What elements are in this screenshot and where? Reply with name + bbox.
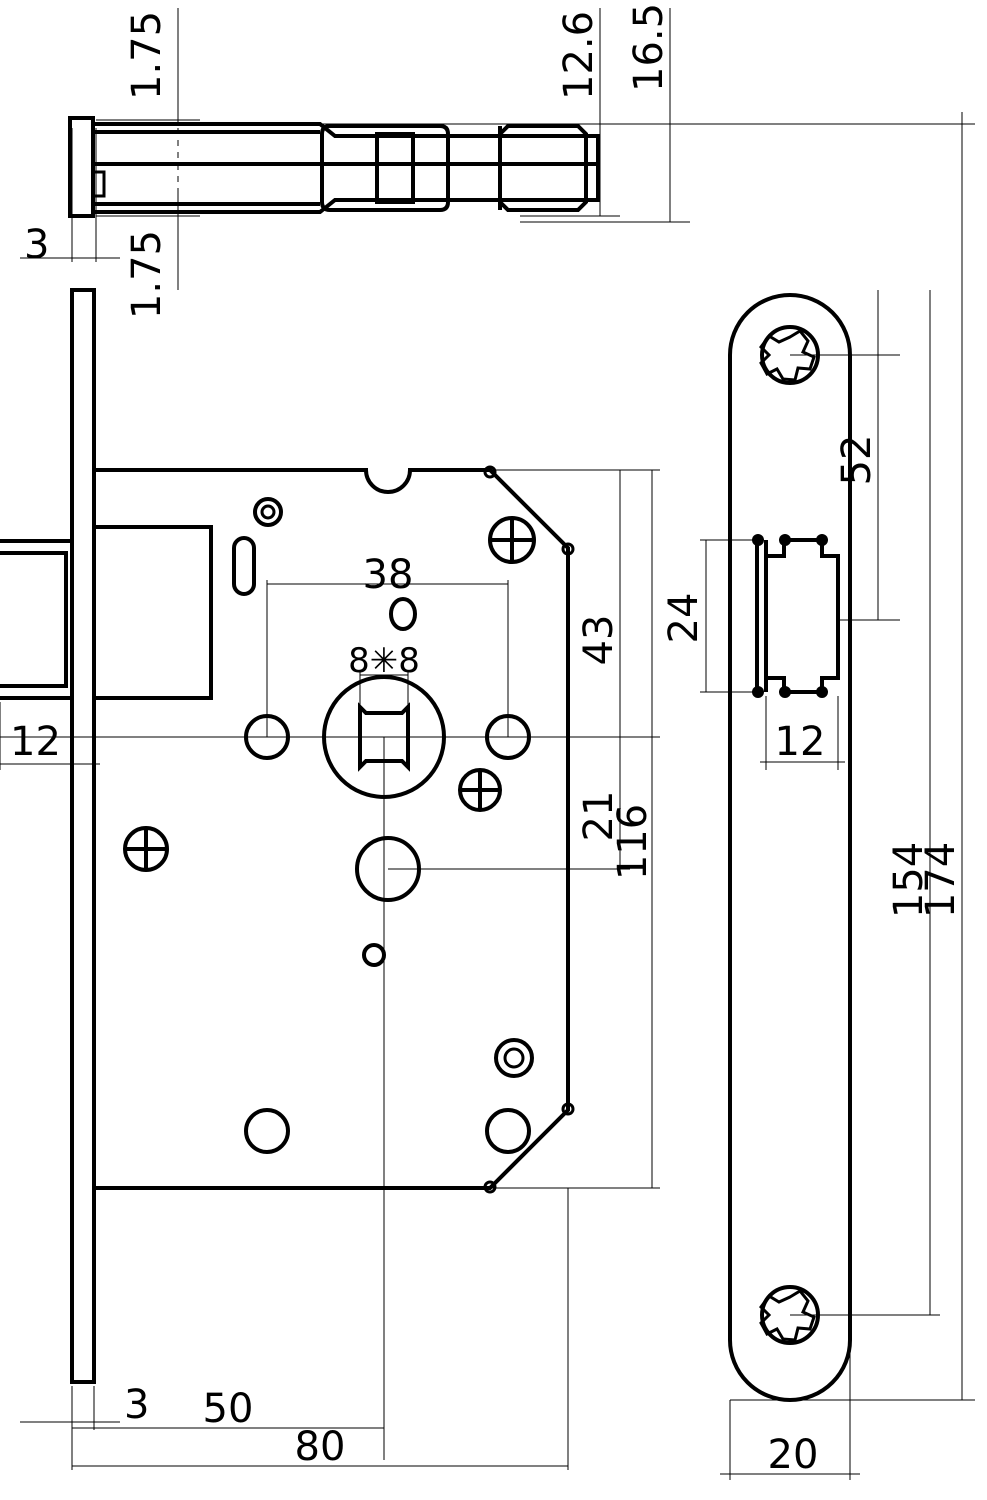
small-thick-ring	[362, 943, 386, 967]
corner-markers	[483, 465, 575, 1194]
dim-text-116: 116	[610, 804, 656, 880]
dim-text-12-side: 12	[775, 719, 826, 765]
side-view-latch-window	[764, 538, 840, 694]
dim-text-174: 174	[918, 842, 964, 918]
dim-text-52: 52	[834, 435, 880, 486]
dim-text-8x8: 8✳8	[348, 641, 420, 681]
spindle-square-hole	[358, 702, 410, 772]
dim-text-12-6: 12.6	[556, 11, 602, 100]
lower-rivet-ring	[494, 1038, 534, 1078]
side-view-group: 52 24 12 154 174 20	[661, 112, 975, 1480]
dim-text-21: 21	[576, 791, 622, 842]
dim-text-80: 80	[295, 1424, 346, 1470]
dim-text-12-left: 12	[10, 719, 61, 765]
top-view-group: 1.75 1.75 12.6 16.5 3	[20, 3, 690, 319]
oblong-slot	[232, 536, 256, 596]
front-view-case-outline	[94, 468, 570, 1190]
dim-text-50: 50	[203, 1386, 254, 1432]
dim-text-24: 24	[661, 593, 707, 644]
front-view-latch-bolt	[0, 539, 74, 700]
dim-text-1-75-top: 1.75	[124, 11, 170, 100]
dim-text-43: 43	[576, 615, 622, 666]
dim-text-20: 20	[768, 1432, 819, 1478]
screw-below-spindle	[458, 768, 502, 812]
front-view-latch-bolt-inner	[0, 551, 68, 688]
screw-lower-left	[123, 826, 169, 872]
dim-text-38: 38	[363, 552, 414, 598]
side-view-faceplate-outline	[728, 293, 852, 1402]
small-hole-above-spindle	[389, 597, 417, 631]
dim-text-3-top: 3	[24, 222, 49, 268]
front-view-group: 12 38 8✳8 43 21 116 3 50 80	[0, 288, 660, 1470]
top-rivet-ring	[253, 497, 283, 527]
top-view-faceplate	[68, 116, 95, 218]
top-view-cap-segment	[320, 124, 450, 212]
dim-text-154: 154	[886, 842, 932, 918]
screw-upper-right	[488, 516, 536, 564]
top-view-spring-detail	[95, 170, 106, 198]
front-view-latch-housing	[94, 525, 213, 700]
bottom-right-fixing-hole	[485, 1108, 531, 1154]
bottom-left-fixing-hole	[244, 1108, 290, 1154]
top-view-hex-head	[498, 124, 588, 212]
front-view-dimensions	[0, 469, 660, 1470]
top-view-hex-head-inner	[500, 134, 586, 202]
side-view-dimensions	[670, 112, 975, 1480]
top-view-centre-block	[375, 132, 415, 204]
side-view-aperture-dots	[752, 534, 828, 698]
front-view-faceplate	[70, 288, 96, 1384]
dim-text-16-5: 16.5	[626, 3, 672, 92]
top-view-inner-lines	[95, 130, 598, 206]
dim-text-1-75-bottom: 1.75	[124, 230, 170, 319]
dim-text-3-bottom: 3	[124, 1382, 149, 1428]
